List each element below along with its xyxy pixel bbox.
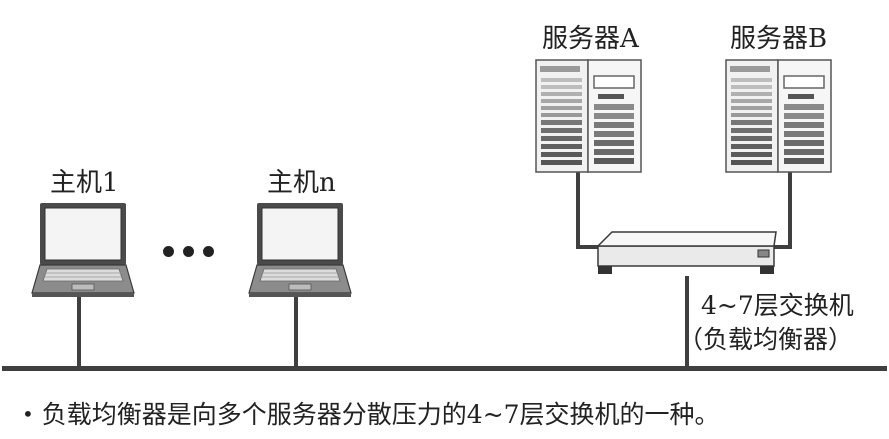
server-a-icon: [535, 59, 642, 173]
switch-label: 4~7层交换机: [701, 291, 854, 320]
server-b-label: 服务器B: [730, 24, 828, 54]
host-1-icon: [31, 202, 135, 298]
switch-icon: [596, 231, 777, 274]
dot: [183, 246, 194, 257]
switch-sublabel: （负载均衡器）: [678, 325, 854, 354]
server-b-icon: [725, 59, 832, 173]
dot: [203, 246, 214, 257]
host-n-label: 主机n: [267, 168, 336, 198]
server-a-label: 服务器A: [542, 24, 639, 54]
caption-bullet: •: [22, 402, 34, 426]
dot: [163, 246, 174, 257]
network-bus: [2, 366, 887, 371]
connection-lines: [77, 172, 792, 367]
caption: • 负载均衡器是向多个服务器分散压力的4~7层交换机的一种。: [22, 395, 720, 431]
caption-text: 负载均衡器是向多个服务器分散压力的4~7层交换机的一种。: [41, 400, 720, 429]
host-1-label: 主机1: [50, 168, 119, 198]
ellipsis-dots: [163, 246, 214, 257]
host-n-icon: [248, 202, 352, 298]
